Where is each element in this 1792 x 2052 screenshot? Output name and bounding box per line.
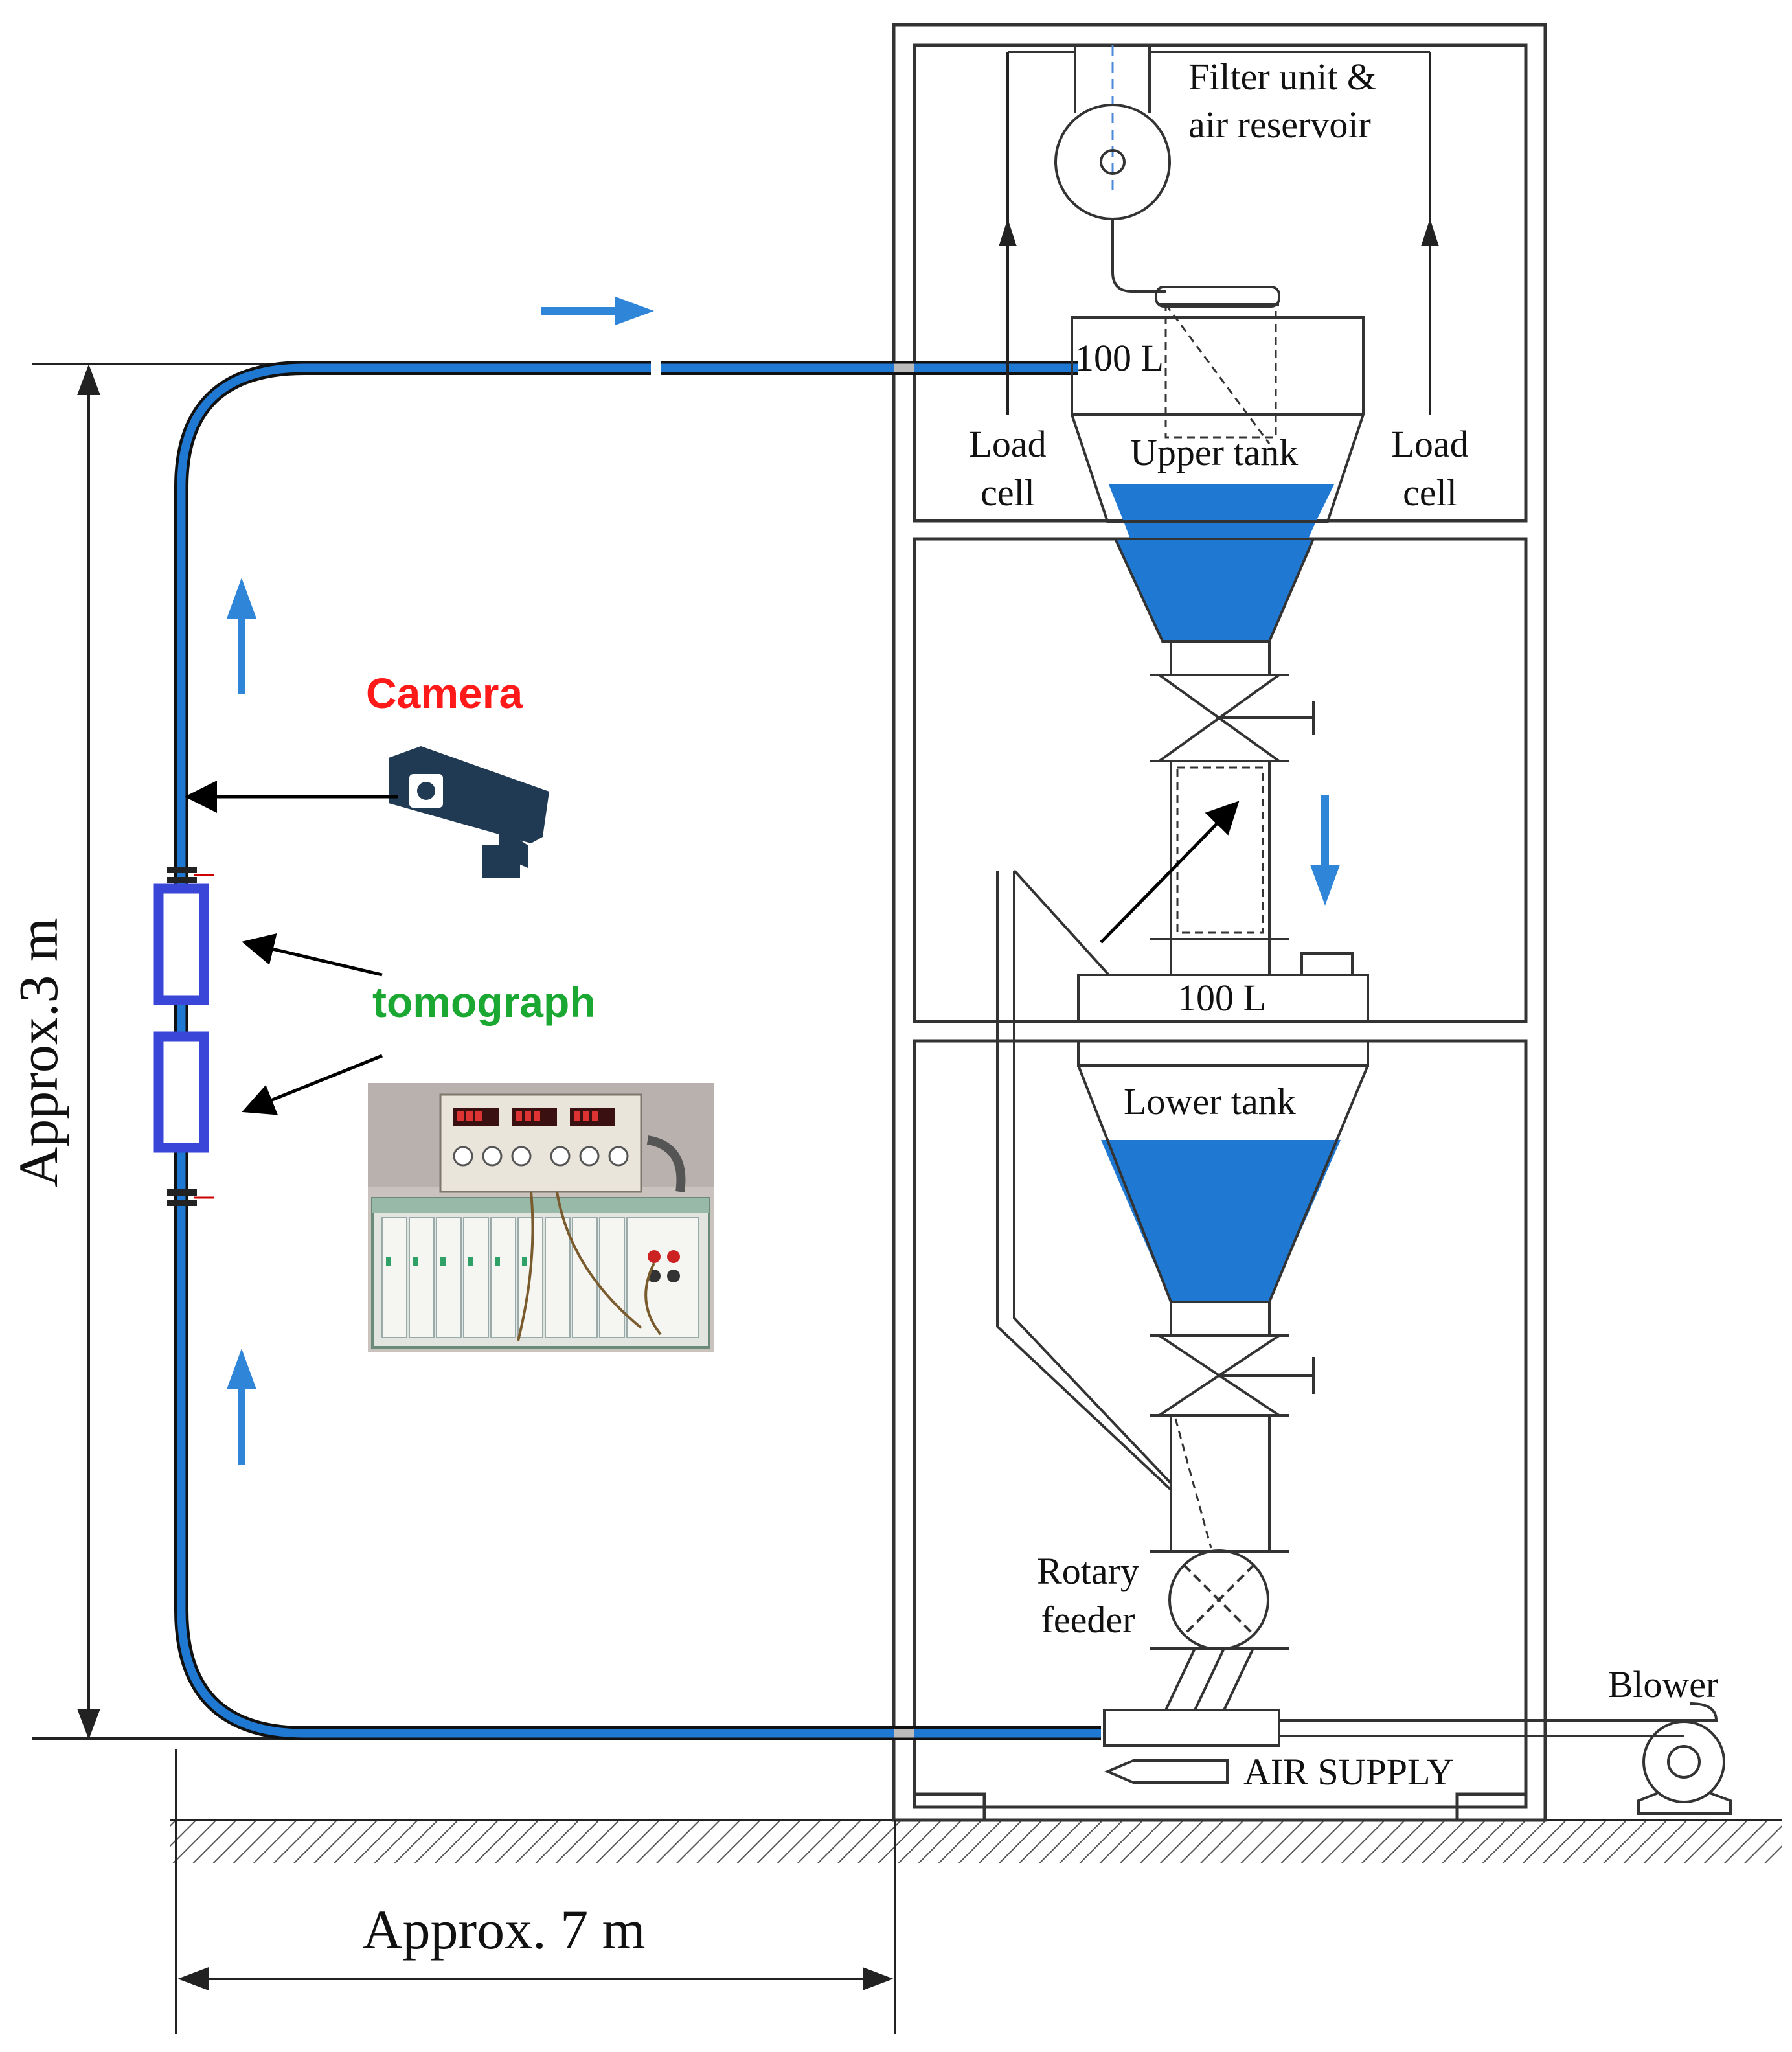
pipe-flanges (167, 867, 214, 1206)
tomograph-equipment-photo (368, 1083, 714, 1352)
flow-arrow-up-icon (227, 1349, 256, 1465)
camera-label: Camera (366, 669, 523, 717)
rotary-feeder-line1: Rotary (1037, 1550, 1139, 1592)
upper-tank (1071, 303, 1365, 539)
upper-tank-label: Upper tank (1130, 431, 1298, 473)
flow-arrows (227, 297, 1340, 1465)
flow-arrow-down-icon (1310, 795, 1340, 906)
dimension-lines (32, 363, 896, 2034)
blower-label: Blower (1608, 1663, 1719, 1705)
load-cell-left-line2: cell (981, 472, 1035, 514)
filter-label-line1: Filter unit & (1188, 56, 1376, 98)
lower-tank (1077, 1041, 1369, 1337)
air-supply-line (1104, 1719, 1684, 1784)
middle-hopper (1113, 538, 1316, 676)
tomograph-sensors (153, 884, 209, 1153)
rotary-feeder (1103, 1549, 1280, 1747)
flow-arrow-up-icon (227, 578, 256, 694)
lower-tank-label: Lower tank (1124, 1080, 1296, 1123)
load-cell-right-line2: cell (1403, 472, 1457, 514)
middle-valve (1150, 674, 1315, 976)
filter-label-line2: air reservoir (1188, 104, 1371, 146)
conveying-pipe (174, 361, 1101, 1740)
width-dimension-label: Approx. 7 m (362, 1898, 645, 1961)
rotary-feeder-line2: feeder (1041, 1599, 1135, 1641)
return-line (1013, 871, 1172, 1485)
middle-tank (1013, 869, 1369, 1023)
filter-unit (1054, 45, 1280, 308)
load-cell-left-line1: Load (969, 423, 1046, 465)
tomograph-pointer-arrows (242, 933, 383, 1115)
internal-arrow (1100, 801, 1240, 944)
height-dimension-label: Approx.3 m (7, 918, 69, 1187)
load-cell-lines (999, 51, 1439, 415)
upper-tank-volume: 100 L (1075, 337, 1164, 379)
flow-arrow-right-icon (541, 297, 654, 325)
security-camera-icon (389, 746, 549, 878)
blower-fan-icon (1637, 1702, 1732, 1815)
air-supply-label: AIR SUPPLY (1243, 1751, 1454, 1793)
middle-tank-volume: 100 L (1177, 977, 1266, 1019)
lower-valve (1150, 1334, 1315, 1650)
load-cell-right-line1: Load (1391, 423, 1468, 465)
tomograph-label: tomograph (372, 978, 596, 1026)
ground (170, 1819, 1782, 1863)
